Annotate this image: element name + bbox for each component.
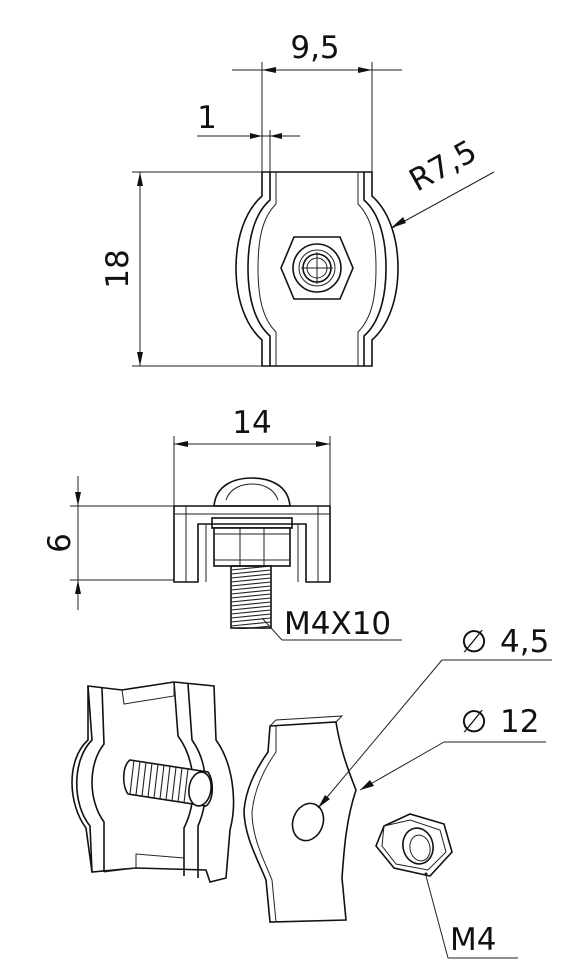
clamp-inner-right-2 bbox=[357, 172, 377, 366]
iso-nut bbox=[375, 813, 453, 877]
dim-label-top-width: 9,5 bbox=[290, 30, 339, 66]
iso-plate bbox=[243, 721, 357, 923]
callout-label-bolt: M4X10 bbox=[284, 606, 391, 642]
clamp-inner-right bbox=[363, 172, 387, 366]
callout-bolt: M4X10 bbox=[261, 606, 402, 642]
clamp-profile-front bbox=[173, 505, 331, 583]
callout-label-nut: M4 bbox=[450, 922, 496, 958]
dim-label-radius: R7,5 bbox=[403, 133, 482, 199]
plate-front bbox=[211, 517, 293, 529]
callout-label-plate-diameter: 12 bbox=[500, 704, 539, 740]
nut-bore-outer bbox=[292, 243, 342, 293]
bolt-head-dome bbox=[213, 477, 291, 507]
callout-nut: M4 bbox=[425, 875, 518, 959]
front-view: 14 6 M4X10 bbox=[42, 405, 402, 642]
callout-label-hole-diameter: 4,5 bbox=[500, 624, 549, 660]
dim-label-height: 18 bbox=[100, 249, 136, 288]
dim-height: 18 bbox=[100, 171, 262, 367]
callout-label-hole-symbol: ∅ bbox=[460, 624, 487, 660]
dim-radius: R7,5 bbox=[391, 133, 495, 229]
callout-label-plate-symbol: ∅ bbox=[460, 704, 487, 740]
dim-label-front-width: 14 bbox=[232, 405, 271, 441]
top-view: 9,5 1 R7,5 18 bbox=[100, 30, 495, 367]
clamp-inner-left-2 bbox=[257, 172, 277, 366]
dim-front-width: 14 bbox=[173, 405, 331, 506]
iso-bolt-thread bbox=[122, 759, 214, 807]
bolt-thread-front bbox=[230, 565, 272, 629]
clamp-inner-left bbox=[247, 172, 271, 366]
dim-front-height: 6 bbox=[42, 476, 174, 610]
dim-top-width: 9,5 bbox=[232, 30, 402, 172]
callout-plate-diameter: ∅ 12 bbox=[359, 704, 546, 791]
callout-hole-diameter: ∅ 4,5 bbox=[317, 624, 552, 809]
nut-bore-mid bbox=[298, 249, 336, 287]
iso-plate-hole bbox=[291, 802, 325, 842]
nut-hex-top bbox=[280, 236, 354, 300]
clamp-outline-top bbox=[235, 171, 399, 367]
dim-label-plate-thickness: 1 bbox=[197, 100, 217, 136]
dim-label-front-height: 6 bbox=[42, 533, 78, 553]
isometric-view: ∅ 4,5 ∅ 12 M4 bbox=[71, 624, 552, 959]
dim-plate-thickness: 1 bbox=[197, 100, 300, 172]
